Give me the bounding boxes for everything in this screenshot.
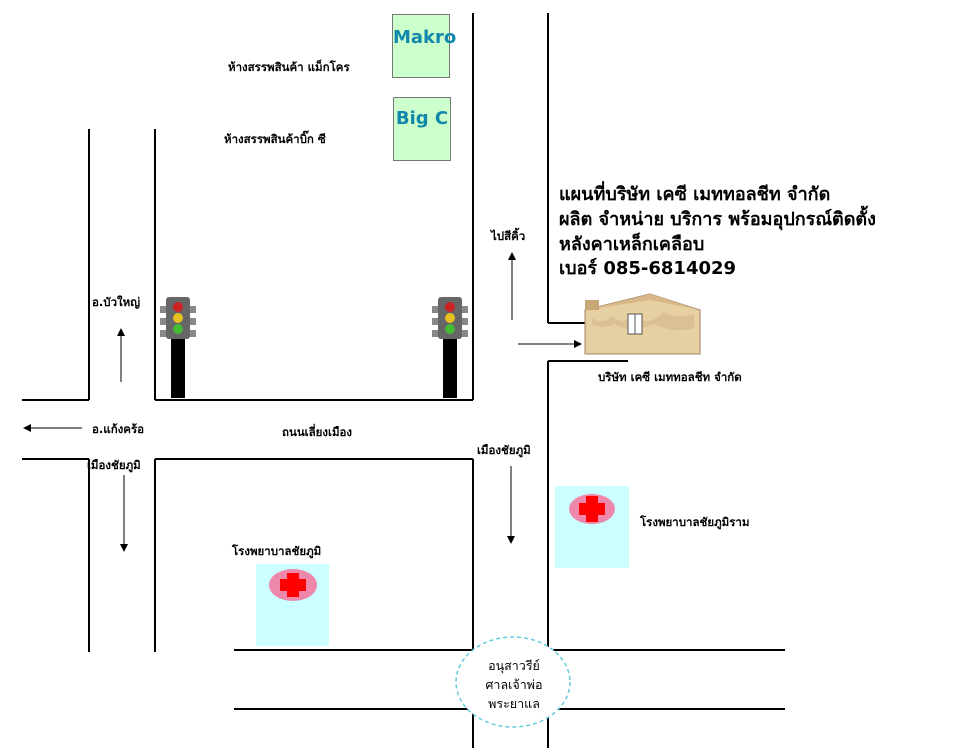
title-line-2: ผลิต จำหน่าย บริการ พร้อมอุปกรณ์ติดตั้ง xyxy=(559,209,876,230)
company-label: บริษัท เคซี เมททอลชีท จำกัด xyxy=(598,370,742,384)
traffic-light-icon xyxy=(432,297,468,398)
monument-line-2: ศาลเจ้าพ่อ xyxy=(485,677,543,692)
monument-line-3: พระยาแล xyxy=(488,696,540,711)
makro-logo: Makro xyxy=(392,14,456,78)
bigc-logo: Big C xyxy=(393,97,451,161)
makro-label: ห้างสรรพสินค้า แม็กโคร xyxy=(228,60,350,74)
bigc-label: ห้างสรรพสินค้าบิ๊ก ซี xyxy=(224,132,326,146)
label-to-kaeng-khro: อ.แก้งคร้อ xyxy=(92,422,145,436)
monument-label: อนุสาวรีย์ ศาลเจ้าพ่อ พระยาแล xyxy=(462,656,566,713)
hospital-chaiyaphum-label: โรงพยาบาลชัยภูมิ xyxy=(232,544,322,558)
direction-arrows xyxy=(23,252,582,552)
label-to-phusiao: ไปสีคิ้ว xyxy=(491,229,526,243)
label-bypass-road: ถนนเลี่ยงเมือง xyxy=(282,425,353,439)
label-city-right: เมืองชัยภูมิ xyxy=(477,443,531,457)
title-line-1: แผนที่บริษัท เคซี เมททอลชีท จำกัด xyxy=(559,184,831,205)
monument-circle xyxy=(455,636,571,728)
red-cross-icon xyxy=(579,496,605,522)
traffic-light-icon xyxy=(160,297,196,398)
building-icon xyxy=(584,293,701,355)
title-line-3: หลังคาเหล็กเคลือบ xyxy=(559,234,705,255)
hospital-chaiyaphumram-label: โรงพยาบาลชัยภูมิราม xyxy=(640,515,750,529)
red-cross-icon xyxy=(280,573,306,597)
road-lines xyxy=(22,13,785,748)
label-to-bua-yai: อ.บัวใหญ่ xyxy=(92,295,141,309)
phone-number: เบอร์ 085-6814029 xyxy=(559,258,737,279)
monument-line-1: อนุสาวรีย์ xyxy=(488,658,540,673)
label-city-left: เมืองชัยภูมิ xyxy=(87,458,141,472)
